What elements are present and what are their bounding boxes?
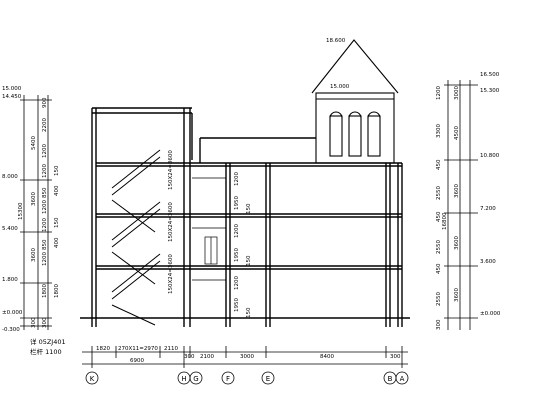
left-dim-inner-1: 2200 — [42, 118, 48, 132]
left-dim-inner-11: 400 — [54, 237, 60, 248]
bottom-ticks — [91, 346, 403, 368]
win-dim-5: 1950 — [234, 298, 240, 312]
tower — [311, 39, 399, 164]
left-dim-inner-9: 850 — [42, 239, 48, 250]
left-elev-1: 14.450 — [2, 94, 22, 100]
bottom-dim-1: 270X11=2970 — [118, 346, 158, 352]
bottom-dim-5: 3000 — [240, 354, 254, 360]
right-elev-5: ±0.000 — [480, 311, 501, 317]
left-dim-outer-1: 3600 — [31, 192, 37, 206]
left-dim-inner-8: 1200 — [42, 218, 48, 232]
left-dim-inner-4: 850 — [42, 187, 48, 198]
right-dim-outer-1: 16800 — [442, 212, 448, 230]
right-elev-3: 7.200 — [480, 206, 496, 212]
bottom-dim-0: 1820 — [96, 346, 110, 352]
win-dim-3: 1950 — [234, 248, 240, 262]
stair-dim-2: 150X24=3600 — [168, 254, 174, 294]
right-dim-inner-7: 450 — [436, 263, 442, 274]
axis-G: G — [193, 375, 198, 383]
left-dim-outer-2: 15300 — [18, 202, 24, 220]
left-elev-5: ±0.000 — [2, 310, 23, 316]
right-elev-1: 15.300 — [480, 88, 500, 94]
axis-H: H — [181, 375, 186, 383]
right-dim-inner-8: 2550 — [436, 292, 442, 306]
right-dim-outer-4: 3600 — [454, 288, 460, 302]
right-elev-0: 16.500 — [480, 72, 500, 78]
bottom-dim-3: 300 — [184, 354, 195, 360]
bottom-dim-4: 2100 — [200, 354, 214, 360]
tower-elev-0: 18.600 — [326, 38, 346, 44]
axis-A: A — [400, 375, 405, 383]
bottom-dim-7: 300 — [390, 354, 401, 360]
left-dim-inner-14: 1800 — [54, 284, 60, 298]
axis-E: E — [266, 375, 270, 383]
left-dim-inner-3: 1200 — [42, 164, 48, 178]
left-dim-inner-10: 1200 — [42, 252, 48, 266]
right-dim-inner-1: 3300 — [436, 124, 442, 138]
building-frame — [80, 107, 410, 327]
win-dim-4: 1200 — [234, 276, 240, 290]
bottom-dim-2: 2110 — [164, 346, 178, 352]
right-dim-outer-2: 3600 — [454, 184, 460, 198]
win-dim-7: 150 — [246, 255, 252, 266]
left-elev-0: 15.000 — [2, 86, 22, 92]
left-dim-inner-0: 900 — [42, 97, 48, 108]
tower-elev-1: 15.000 — [330, 84, 350, 90]
win-dim-1: 1950 — [234, 196, 240, 210]
left-dim-outer-4: 300 — [31, 317, 37, 328]
right-dim-outer-3: 3600 — [454, 236, 460, 250]
left-elev-4: 1.800 — [2, 277, 18, 283]
right-ticks — [444, 84, 478, 319]
bottom-dim-6: 8400 — [320, 354, 334, 360]
right-dim-inner-5: 450 — [436, 211, 442, 222]
win-dim-8: 150 — [246, 307, 252, 318]
right-dim-inner-4: 3000 — [454, 86, 460, 100]
stair-dim-1: 150X24=3600 — [168, 202, 174, 242]
stairs — [111, 149, 161, 326]
left-elev-2: 8.000 — [2, 174, 18, 180]
note-line-1: 详 05ZJ401 — [30, 337, 66, 346]
right-dim-inner-3: 2550 — [436, 186, 442, 200]
left-dim-outer-3: 3600 — [31, 248, 37, 262]
bottom-dim-row2-0: 6900 — [130, 358, 144, 364]
win-dim-2: 1200 — [234, 224, 240, 238]
left-dim-inner-6: 400 — [54, 185, 60, 196]
left-dim-inner-5: 1200 — [42, 200, 48, 214]
axis-B: B — [388, 375, 393, 383]
axis-K: K — [90, 375, 95, 383]
stair-dim-0: 150X24=3600 — [168, 150, 174, 190]
right-dim-inner-0: 1200 — [436, 86, 442, 100]
right-elev-4: 3.600 — [480, 259, 496, 265]
right-elev-2: 10.800 — [480, 153, 500, 159]
left-dim-inner-2: 1200 — [42, 144, 48, 158]
win-dim-0: 1200 — [234, 172, 240, 186]
left-dim-inner-13: 1800 — [42, 284, 48, 298]
left-elev-3: 5.400 — [2, 226, 18, 232]
note-line-2: 栏杆 1100 — [30, 347, 62, 356]
left-elev-6: -0.300 — [2, 327, 20, 333]
axis-bubbles — [85, 371, 409, 385]
interior-openings — [192, 177, 226, 281]
left-dim-inner-12: 150 — [54, 217, 60, 228]
win-dim-6: 150 — [246, 203, 252, 214]
right-dim-outer-0: 4500 — [454, 126, 460, 140]
right-dim-inner-2: 450 — [436, 159, 442, 170]
left-ticks — [20, 99, 52, 327]
left-dim-inner-7: 150 — [54, 165, 60, 176]
left-dim-outer-0: 5400 — [31, 136, 37, 150]
right-dim-inner-9: 300 — [436, 319, 442, 330]
left-dim-inner-15: 300 — [42, 317, 48, 328]
right-dim-inner-6: 2550 — [436, 240, 442, 254]
axis-F: F — [226, 375, 230, 383]
